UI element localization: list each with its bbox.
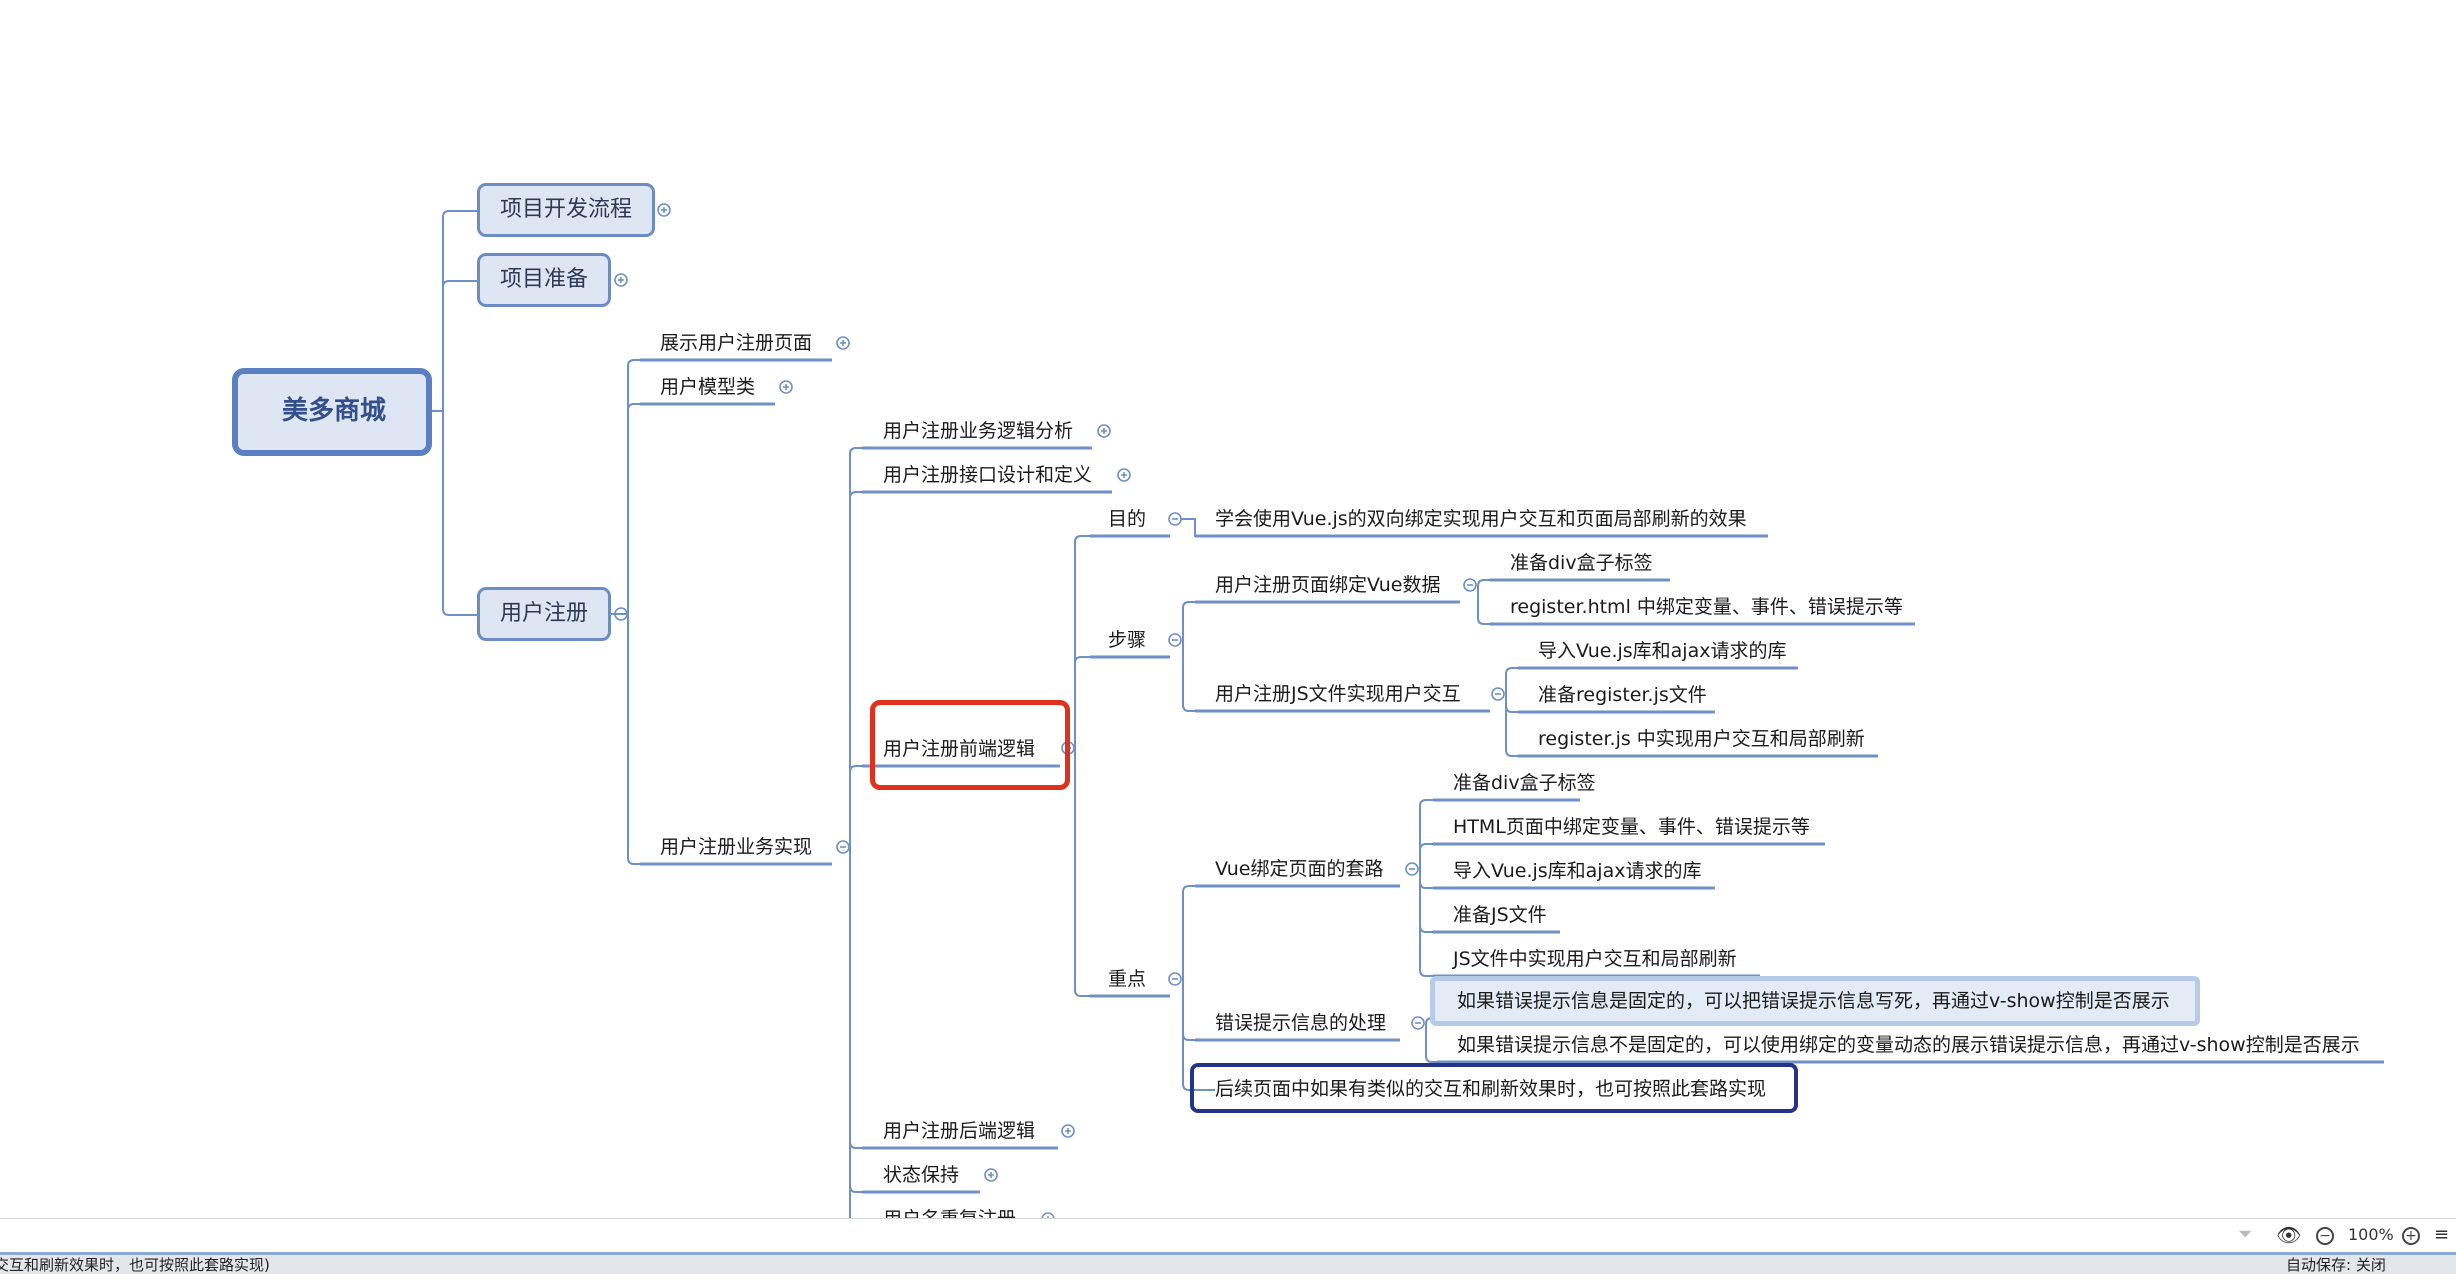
routine-branch (1419, 843, 1453, 851)
routine-branch (1419, 881, 1453, 889)
eye-icon[interactable]: 👁 (2276, 1223, 2302, 1247)
jsfile-branch (1505, 749, 1538, 757)
node-frontend[interactable]: 用户注册前端逻辑 (883, 738, 1036, 760)
zoom-toolbar: ⏷ 👁 − 100% + ≡ (0, 1218, 2456, 1253)
node-steps[interactable]: 步骤 (1108, 629, 1147, 651)
frontend-branch (1074, 656, 1108, 664)
selected-followup (1190, 1063, 1798, 1113)
fit-icon[interactable]: ≡ (2434, 1224, 2450, 1245)
node-routine-2[interactable]: HTML页面中绑定变量、事件、错误提示等 (1453, 816, 1810, 838)
zoom-in-icon[interactable]: + (2402, 1227, 2420, 1245)
node-register-label: 用户注册 (500, 601, 589, 626)
node-vue-routine[interactable]: Vue绑定页面的套路 (1215, 858, 1384, 880)
node-import-libs[interactable]: 导入Vue.js库和ajax请求的库 (1538, 640, 1787, 662)
node-error-dynamic[interactable]: 如果错误提示信息不是固定的，可以使用绑定的变量动态的展示错误提示信息，再通过v-… (1457, 1034, 2360, 1056)
keypoints-branch (1182, 1033, 1215, 1041)
node-register[interactable] (477, 587, 611, 641)
keypoints-branch (1182, 885, 1215, 893)
node-analysis[interactable]: 用户注册业务逻辑分析 (883, 420, 1074, 442)
toggle-duplicate[interactable] (1041, 1212, 1055, 1218)
root-branch (442, 608, 477, 616)
frontend-branch (1074, 535, 1108, 543)
status-bar: 交互和刷新效果时，也可按照此套路实现) 自动保存: 关闭 (0, 1252, 2456, 1274)
node-process[interactable] (477, 183, 655, 237)
routine-branch (1419, 969, 1453, 977)
node-purpose-text[interactable]: 学会使用Vue.js的双向绑定实现用户交互和页面局部刷新的效果 (1215, 508, 1747, 530)
node-user-model[interactable]: 用户模型类 (660, 376, 756, 398)
bindvue-branch (1477, 579, 1510, 587)
bindvue-branch (1477, 617, 1510, 625)
business-branch (849, 447, 883, 455)
root-node-label: 美多商城 (282, 396, 387, 426)
register-branch (627, 403, 660, 411)
node-js-impl[interactable]: register.js 中实现用户交互和局部刷新 (1538, 728, 1865, 750)
highlight-frontend (870, 700, 1070, 790)
status-selected-text: 交互和刷新效果时，也可按照此套路实现) (0, 1256, 270, 1274)
node-routine-1[interactable]: 准备div盒子标签 (1453, 772, 1596, 794)
mindmap-canvas[interactable]: 美多商城 项目开发流程 项目准备 用户注册 展示用户注册页面 用户模型类 用户注… (0, 0, 2456, 1218)
status-autosave[interactable]: 自动保存: 关闭 (2286, 1256, 2386, 1274)
jsfile-branch (1505, 705, 1538, 713)
steps-branch (1182, 704, 1215, 712)
node-routine-5[interactable]: JS文件中实现用户交互和局部刷新 (1453, 948, 1737, 970)
register-branch (627, 359, 660, 367)
zoom-out-icon[interactable]: − (2316, 1227, 2334, 1245)
node-prepare[interactable] (477, 253, 611, 307)
business-branch (849, 1141, 883, 1149)
node-purpose[interactable]: 目的 (1108, 508, 1147, 530)
toggle-process-glyph (661, 207, 667, 213)
root-branch (442, 280, 477, 288)
business-branch (849, 1185, 883, 1193)
toggle-user-model-glyph (783, 384, 789, 390)
zoom-level: 100% (2348, 1225, 2394, 1244)
register-branch (627, 857, 660, 865)
toggle-api-glyph (1121, 472, 1127, 478)
toggle-duplicate-glyph (1047, 1216, 1049, 1218)
root-node[interactable] (232, 368, 432, 456)
frontend-branch (1074, 989, 1108, 997)
keypoints-branch (1182, 1083, 1215, 1091)
toggle-backend-glyph (1065, 1128, 1071, 1134)
node-bind-vue[interactable]: 用户注册页面绑定Vue数据 (1215, 574, 1441, 596)
toggle-prepare-glyph (618, 277, 624, 283)
node-bind-html[interactable]: register.html 中绑定变量、事件、错误提示等 (1510, 596, 1903, 618)
toggle-show-page-glyph (840, 340, 846, 346)
toggle-analysis-glyph (1101, 428, 1107, 434)
node-js-file[interactable]: 用户注册JS文件实现用户交互 (1215, 683, 1461, 705)
node-bind-div[interactable]: 准备div盒子标签 (1510, 552, 1653, 574)
node-process-label: 项目开发流程 (500, 197, 633, 222)
node-business[interactable]: 用户注册业务实现 (660, 836, 813, 858)
node-error-handling[interactable]: 错误提示信息的处理 (1215, 1012, 1387, 1034)
purpose-link (1181, 518, 1215, 537)
root-branch (442, 210, 477, 218)
node-followup[interactable]: 后续页面中如果有类似的交互和刷新效果时，也可按照此套路实现 (1215, 1078, 1767, 1100)
node-prepare-label: 项目准备 (500, 267, 589, 292)
node-backend[interactable]: 用户注册后端逻辑 (883, 1120, 1036, 1142)
node-prepare-js[interactable]: 准备register.js文件 (1538, 684, 1707, 706)
toggle-state-glyph (988, 1172, 994, 1178)
node-state[interactable]: 状态保持 (883, 1164, 960, 1186)
node-routine-3[interactable]: 导入Vue.js库和ajax请求的库 (1453, 860, 1702, 882)
node-duplicate[interactable]: 用户名重复注册 (883, 1207, 1016, 1218)
node-key-points[interactable]: 重点 (1108, 968, 1147, 990)
highlight-fixed-error (1430, 976, 2200, 1026)
node-show-page[interactable]: 展示用户注册页面 (660, 332, 813, 354)
errors-branch (1425, 1055, 1457, 1063)
jsfile-branch (1505, 667, 1538, 675)
business-branch (849, 765, 883, 773)
node-routine-4[interactable]: 准备JS文件 (1453, 904, 1547, 926)
routine-branch (1419, 925, 1453, 933)
node-api[interactable]: 用户注册接口设计和定义 (883, 464, 1093, 486)
steps-branch (1182, 601, 1215, 609)
business-branch (849, 491, 883, 499)
routine-branch (1419, 799, 1453, 807)
node-error-fixed[interactable]: 如果错误提示信息是固定的，可以把错误提示信息写死，再通过v-show控制是否展示 (1457, 990, 2170, 1012)
filter-icon[interactable]: ⏷ (2238, 1224, 2253, 1245)
